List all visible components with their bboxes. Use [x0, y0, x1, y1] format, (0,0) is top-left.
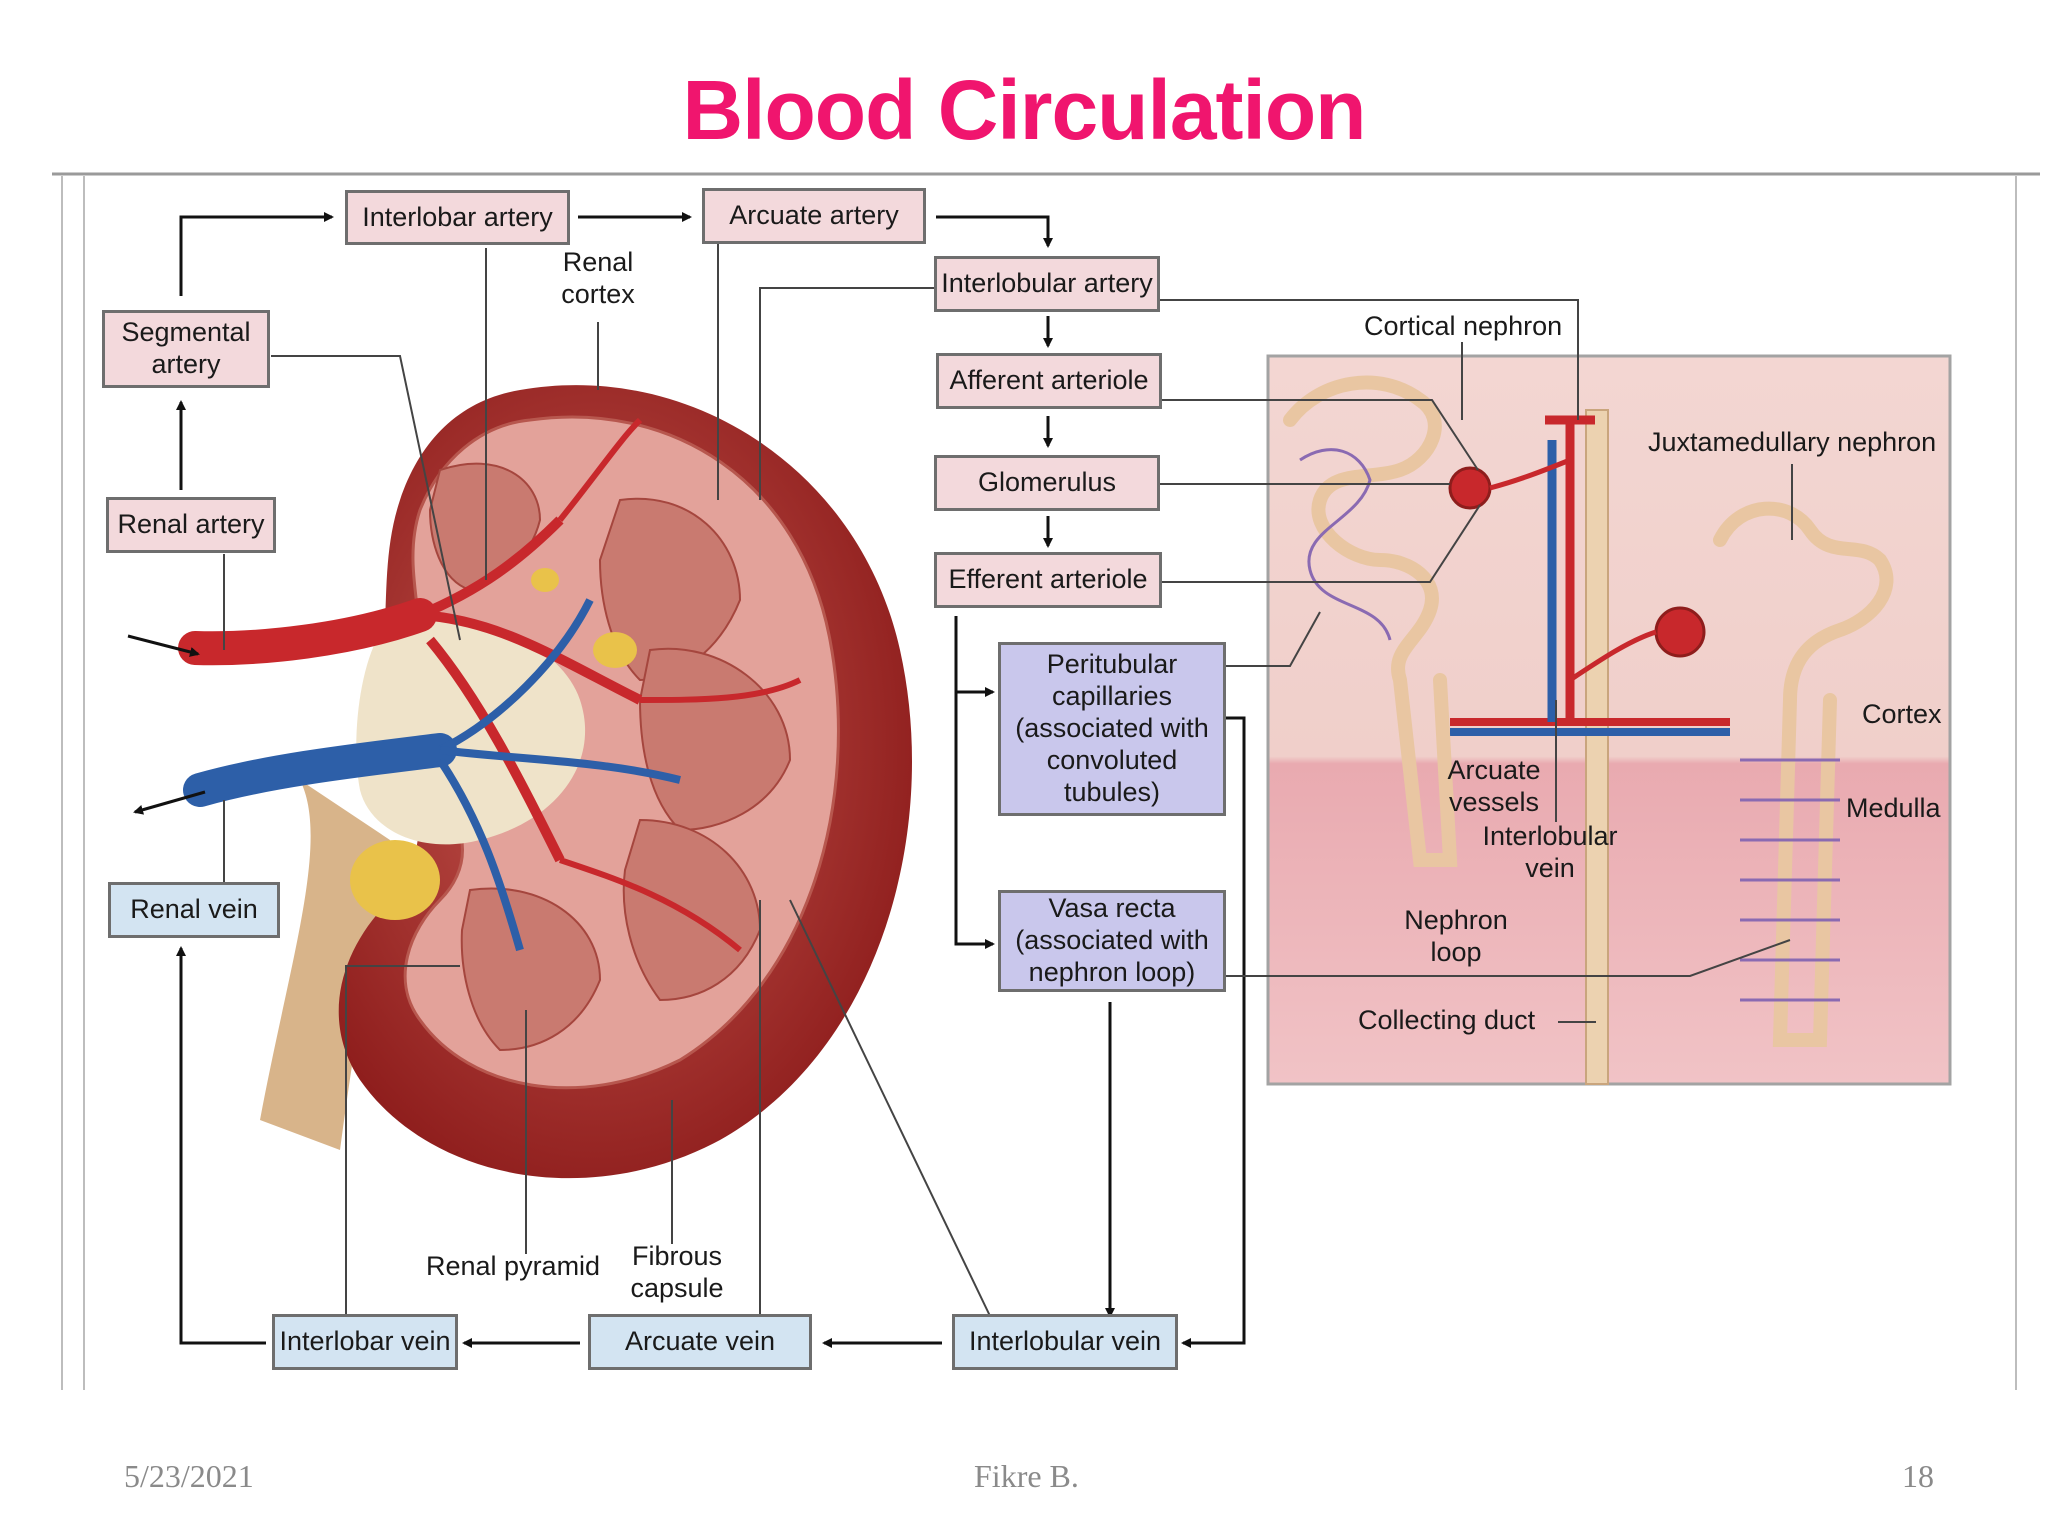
renal-artery-vessel: [178, 598, 437, 666]
footer-author: Fikre B.: [974, 1458, 1079, 1494]
vein-outflow-arrow: [133, 790, 206, 815]
leader-peritubular: [1226, 611, 1321, 667]
cortical-nephron: [1283, 375, 1571, 867]
leader-segmental: [271, 355, 461, 641]
renal-pyramid-label: Renal pyramid: [426, 1251, 601, 1281]
artery-branch: [639, 677, 802, 703]
vein-branch: [436, 757, 524, 952]
artery-branch: [557, 417, 643, 522]
arcuate-vessels-label: Arcuate vessels: [1447, 755, 1541, 818]
peritubular-to-interlobular-vein-arrow: [1181, 716, 1246, 1348]
artery-inflow-arrow: [127, 634, 200, 657]
pyramid: [460, 887, 602, 1052]
artery-branch: [426, 636, 565, 863]
fibrous-capsule-label: Fibrous capsule: [630, 1241, 724, 1304]
artery-branch: [418, 516, 564, 620]
juxtamedullary-nephron: [1568, 501, 1894, 1047]
collecting-duct-label: Collecting duct: [1358, 1005, 1536, 1035]
interlobular-vein-box: Interlobular vein: [952, 1314, 1178, 1370]
interlobular-artery-vessel: [1545, 415, 1595, 722]
flow-connectors: [176, 212, 1246, 1348]
segmental-artery-box: Segmental artery: [102, 310, 270, 388]
cortical-nephron-label: Cortical nephron: [1364, 311, 1563, 341]
vein-branch: [439, 746, 681, 784]
glomerulus-box: Glomerulus: [934, 455, 1160, 511]
fat-deposit: [531, 568, 559, 592]
afferent-arteriole-box: Afferent arteriole: [936, 353, 1162, 409]
medulla-label: Medulla: [1846, 793, 1941, 823]
leader-interlobular-vein: [789, 899, 991, 1317]
cortex-label: Cortex: [1862, 699, 1942, 729]
slide-title: Blood Circulation: [682, 63, 1367, 157]
nephron-loop-label: Nephron loop: [1404, 905, 1508, 968]
arcuate-artery-box: Arcuate artery: [702, 188, 926, 244]
vein-branch: [438, 598, 594, 754]
pyramid: [622, 818, 762, 1002]
fat-deposit: [593, 632, 637, 668]
renal-artery-box: Renal artery: [106, 497, 276, 553]
artery-branch: [419, 610, 643, 705]
glomerulus-juxtamedullary: [1654, 606, 1706, 658]
leader-interlobular-artery-inset: [1160, 299, 1579, 420]
efferent-to-vasa-recta-arrow: [954, 692, 995, 949]
juxtamedullary-nephron-label: Juxtamedullary nephron: [1648, 427, 1937, 457]
leader-afferent: [1162, 399, 1479, 471]
leader-interlobar-vein: [345, 965, 460, 1316]
arcuate-to-interlobular-arrow: [936, 215, 1053, 248]
vasa-recta-box: Vasa recta (associated with nephron loop…: [998, 890, 1226, 992]
interlobar-vein-box: Interlobar vein: [272, 1314, 458, 1370]
footer-page-number: 18: [1902, 1458, 1934, 1494]
footer-date: 5/23/2021: [124, 1458, 254, 1494]
leader-lines: [223, 242, 1793, 1317]
fat-deposit: [350, 840, 440, 920]
segmental-to-interlobar-arrow: [179, 212, 334, 296]
interlobular-vein-inset-label: Interlobular vein: [1482, 821, 1618, 884]
pyramid: [598, 497, 742, 682]
interlobar-artery-box: Interlobar artery: [345, 190, 570, 245]
arcuate-vein-box: Arcuate vein: [588, 1314, 812, 1370]
interlobar-to-renal-vein-arrow: [176, 946, 266, 1345]
leader-efferent: [1162, 504, 1481, 583]
glomerulus-cortical: [1448, 466, 1492, 510]
collecting-duct: [1585, 409, 1609, 1085]
interlobular-artery-box: Interlobular artery: [934, 256, 1160, 312]
leader-vasa-recta: [1226, 939, 1791, 977]
kidney-illustration: [127, 385, 913, 1179]
efferent-arteriole-box: Efferent arteriole: [934, 552, 1162, 608]
renal-vein-box: Renal vein: [108, 882, 280, 938]
efferent-to-peritubular-arrow: [954, 616, 995, 697]
renal-cortex-label: Renal cortex: [561, 247, 635, 310]
renal-vein-vessel: [183, 733, 457, 807]
nephron-inset: [1266, 354, 1952, 1086]
leader-interlobular-artery-kidney: [759, 287, 936, 500]
artery-branch: [559, 857, 742, 953]
peritubular-capillaries-box: Peritubular capillaries (associated with…: [998, 642, 1226, 816]
